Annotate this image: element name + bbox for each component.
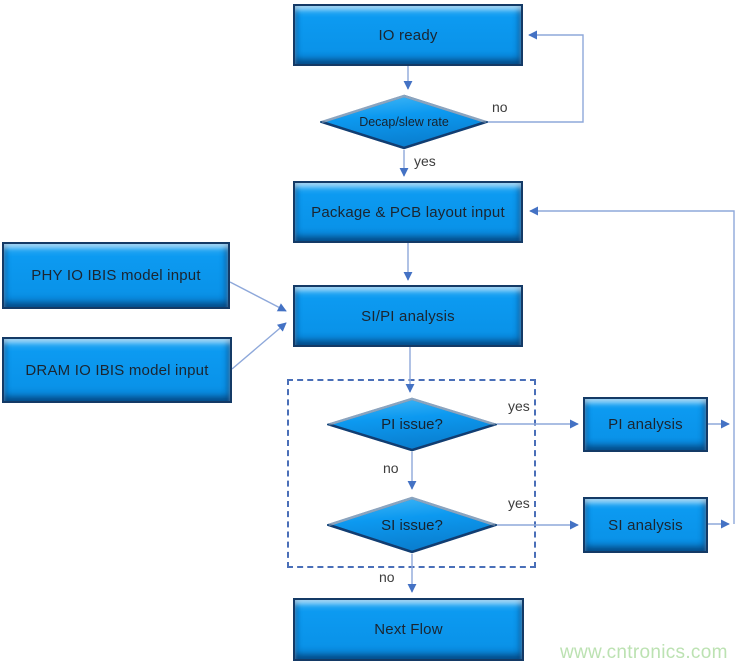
node-pi-issue-decision: PI issue?	[327, 397, 497, 452]
node-label: Decap/slew rate	[359, 115, 449, 129]
diamond-shape	[327, 496, 497, 554]
node-label: SI/PI analysis	[361, 307, 455, 325]
node-label: PI issue?	[381, 416, 443, 433]
node-label: IO ready	[378, 26, 438, 44]
edge-phy-to-sipi	[229, 281, 287, 312]
node-label: PI analysis	[608, 416, 683, 433]
edge-label-pi-yes: yes	[508, 398, 530, 414]
node-si-issue-decision: SI issue?	[327, 496, 497, 554]
node-label: DRAM IO IBIS model input	[25, 361, 209, 379]
node-label: PHY IO IBIS model input	[31, 267, 201, 284]
diamond-shape	[320, 94, 488, 150]
node-decap-slew-rate-decision: Decap/slew rate	[320, 94, 488, 150]
node-si-analysis: SI analysis	[583, 497, 708, 553]
node-label: SI analysis	[608, 516, 683, 534]
edge-label-si-yes: yes	[508, 495, 530, 511]
edge-label-decap-no: no	[492, 99, 508, 115]
edge-feedback-to-package	[529, 206, 735, 524]
diamond-shape	[327, 397, 497, 452]
edge-dram-to-sipi	[231, 322, 287, 370]
node-label: Next Flow	[374, 621, 443, 638]
edge-label-si-no: no	[379, 569, 395, 585]
node-dram-io-ibis-model-input: DRAM IO IBIS model input	[2, 337, 232, 403]
node-next-flow: Next Flow	[293, 598, 524, 661]
node-sipi-analysis: SI/PI analysis	[293, 285, 523, 347]
edge-label-decap-yes: yes	[414, 153, 436, 169]
watermark-text: www.cntronics.com	[560, 642, 728, 663]
node-io-ready: IO ready	[293, 4, 523, 66]
node-label: SI issue?	[381, 516, 443, 534]
node-package-pcb-layout-input: Package & PCB layout input	[293, 181, 523, 243]
node-phy-io-ibis-model-input: PHY IO IBIS model input	[2, 242, 230, 309]
node-label: Package & PCB layout input	[311, 203, 505, 221]
node-pi-analysis: PI analysis	[583, 397, 708, 452]
edge-label-pi-no: no	[383, 460, 399, 476]
